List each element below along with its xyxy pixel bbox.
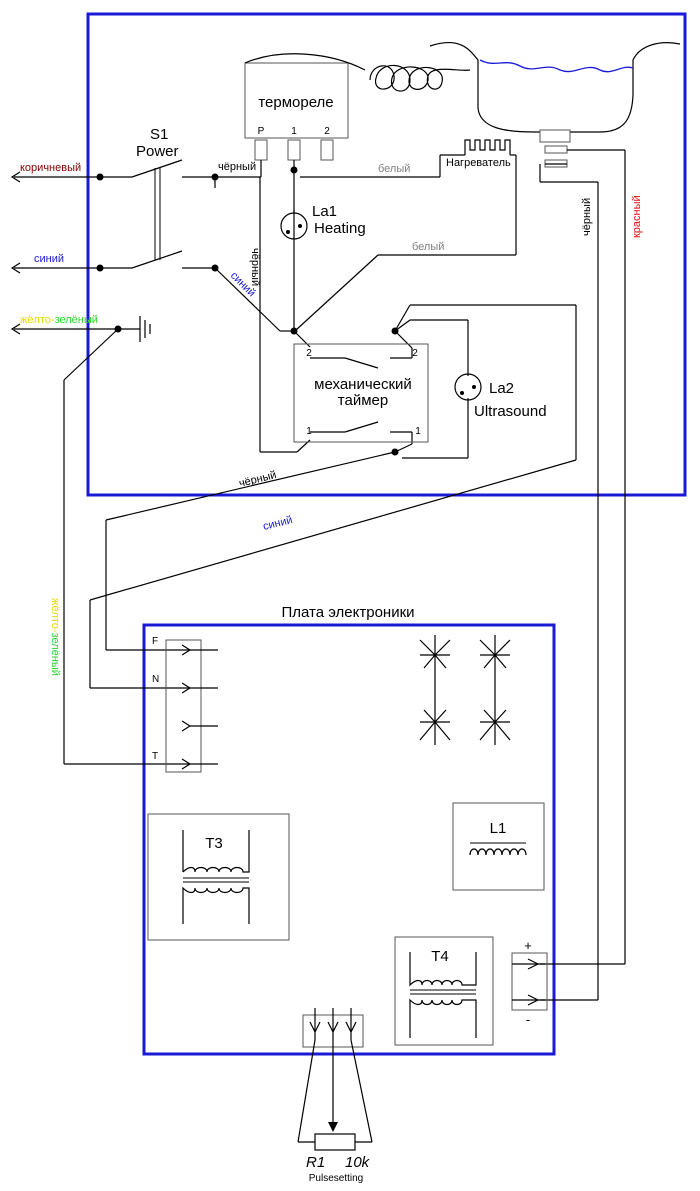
l1-inductor-symbol bbox=[469, 842, 527, 856]
output-plus: + bbox=[524, 938, 532, 953]
thermostat-terminal-1 bbox=[287, 139, 301, 161]
t3-transformer-symbol bbox=[182, 830, 250, 924]
t3-box bbox=[147, 813, 290, 941]
device-enclosure-frame bbox=[86, 12, 687, 497]
t4-label: T4 bbox=[431, 948, 449, 965]
wire-label-blue-mid: синий bbox=[262, 514, 294, 533]
timer-terminal-2-right: 2 bbox=[412, 348, 418, 359]
timer-label-line2: таймер bbox=[338, 392, 388, 409]
wire-label-black-right: чёрный bbox=[581, 198, 593, 236]
thermostat-term-p: P bbox=[258, 126, 265, 137]
board-input-connector bbox=[165, 639, 202, 773]
r1-label: R1 bbox=[306, 1154, 325, 1171]
s1-label: S1 bbox=[150, 126, 168, 143]
heating-label: Heating bbox=[314, 220, 366, 237]
power-label: Power bbox=[136, 143, 179, 160]
wire-label-white-1: белый bbox=[378, 163, 410, 175]
mechanical-timer-box bbox=[293, 343, 429, 443]
wire-label-yellow-green: жёлто-зелёный bbox=[20, 314, 98, 326]
r1-value: 10k bbox=[345, 1154, 371, 1171]
thermostat-terminal-p bbox=[254, 139, 268, 161]
wire-label-black-s1: чёрный bbox=[218, 161, 256, 173]
pin-F: F bbox=[152, 636, 158, 647]
heater-element bbox=[464, 139, 511, 155]
timer-terminal-2-left: 2 bbox=[306, 348, 312, 359]
pot-connector-pins bbox=[309, 1008, 357, 1040]
power-semiconductors bbox=[419, 635, 511, 745]
la2-lamp bbox=[454, 373, 482, 401]
la1-lamp bbox=[280, 212, 308, 240]
internal-wiring bbox=[63, 149, 626, 1001]
wire-label-brown: коричневый bbox=[20, 162, 81, 174]
pin-N: N bbox=[152, 674, 159, 685]
s1-power-switch bbox=[96, 159, 219, 272]
thermostat-box bbox=[244, 62, 349, 139]
l1-label: L1 bbox=[490, 820, 507, 837]
ultrasonic-tank bbox=[429, 41, 681, 168]
thermostat-term-1: 1 bbox=[291, 126, 297, 137]
timer-label-line1: механический bbox=[314, 376, 412, 393]
wire-label-black-mid: чёрный bbox=[238, 469, 278, 490]
output-minus: - bbox=[526, 1012, 530, 1027]
thermostat-label: термореле bbox=[258, 94, 333, 111]
heater-label: Нагреватель bbox=[446, 157, 511, 169]
wire-label-red-right: красный bbox=[631, 195, 643, 238]
board-title: Плата электроники bbox=[281, 604, 414, 621]
board-input-pins bbox=[170, 644, 218, 770]
timer-terminal-1-left: 1 bbox=[306, 426, 312, 437]
thermo-sensor-coil bbox=[244, 53, 471, 92]
board-output-connector bbox=[511, 952, 548, 1011]
wire-label-yellow-green-vertical: жёлто-зелёный bbox=[49, 598, 61, 676]
timer-terminal-1-right: 1 bbox=[415, 426, 421, 437]
electronics-board-frame bbox=[142, 623, 556, 1056]
r1-potentiometer bbox=[297, 1039, 373, 1151]
la1-label: La1 bbox=[312, 203, 337, 220]
wire-label-black-vertical: чёрный bbox=[249, 248, 261, 286]
la2-label: La2 bbox=[489, 380, 514, 397]
ultrasound-label: Ultrasound bbox=[474, 403, 547, 420]
t4-box bbox=[394, 936, 494, 1046]
mains-leads bbox=[10, 171, 118, 335]
ground-symbol bbox=[114, 316, 151, 342]
wire-label-blue: синий bbox=[34, 253, 64, 265]
l1-box bbox=[452, 802, 545, 891]
t4-transformer-symbol bbox=[409, 952, 477, 1038]
wire-label-white-2: белый bbox=[412, 241, 444, 253]
t3-label: T3 bbox=[205, 835, 223, 852]
pulse-setting-label: Pulsesetting bbox=[309, 1173, 363, 1184]
pin-T: T bbox=[152, 751, 158, 762]
board-output-pins bbox=[512, 958, 545, 1006]
thermostat-term-2: 2 bbox=[324, 126, 330, 137]
thermostat-terminal-2 bbox=[320, 139, 334, 161]
